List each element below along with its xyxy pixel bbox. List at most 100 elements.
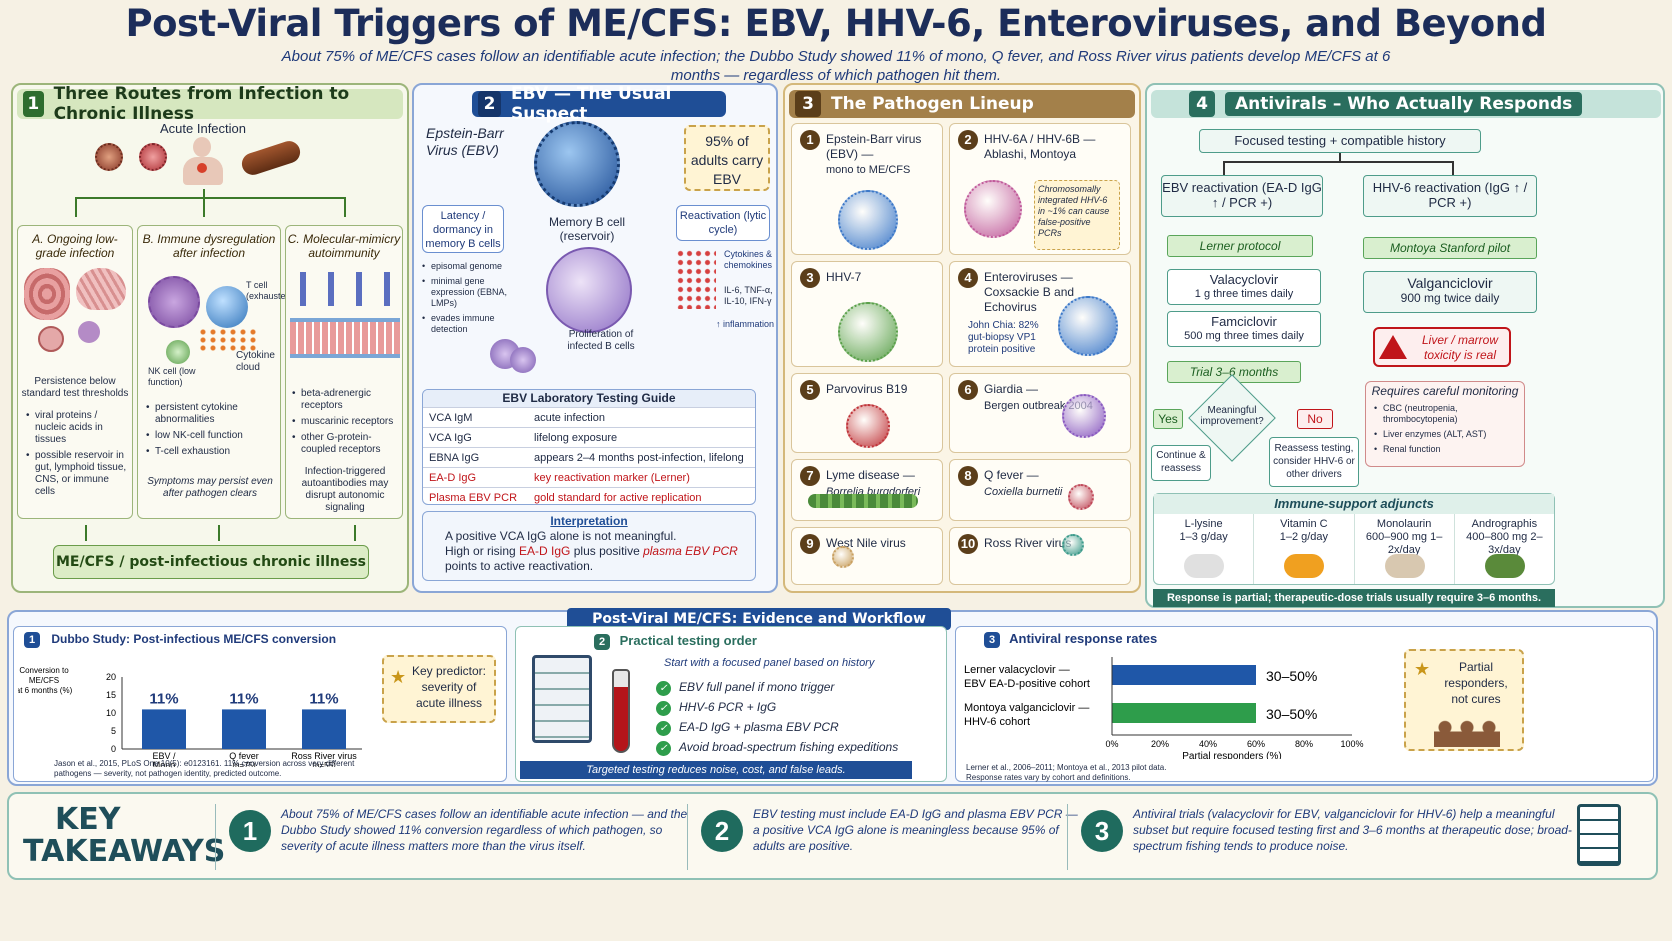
drug-name: Valganciclovir <box>1407 275 1493 291</box>
data-label: 11% <box>309 690 338 707</box>
people-icon <box>1434 719 1500 747</box>
interpretation-line: High or rising EA-D IgG plus positive pl… <box>445 544 738 558</box>
monitoring-item: Liver enzymes (ALT, AST) <box>1374 429 1520 440</box>
y-tick-label: 10 <box>106 708 116 718</box>
adjunct-name: L-lysine <box>1184 518 1223 530</box>
section-number: 2 <box>594 634 610 650</box>
section-number: 3 <box>984 632 1000 648</box>
check-icon: ✓ <box>656 721 671 736</box>
cytokine-cloud-label: Cytokine cloud <box>236 350 275 373</box>
nk-cell-icon <box>166 340 190 364</box>
drug-name: Valacyclovir <box>1209 272 1279 287</box>
continue-box: Continue & reassess <box>1151 445 1211 481</box>
lerner-protocol-label: Lerner protocol <box>1167 235 1313 257</box>
pathogen-number: 3 <box>800 268 820 288</box>
lab-test: EBNA IgG <box>423 447 528 468</box>
interpretation-line: A positive VCA IgG alone is not meaningf… <box>445 529 677 543</box>
section-number: 1 <box>23 91 44 117</box>
y-tick-label: 15 <box>106 690 116 700</box>
route-b-card: B. Immune dysregulation after infection … <box>137 225 294 519</box>
routes-title: Three Routes from Infection to Chronic I… <box>53 84 350 124</box>
bar <box>1112 665 1256 685</box>
bacteria-icon <box>239 138 303 178</box>
takeaway-number: 2 <box>701 810 743 852</box>
hhv6-reactivation-box: HHV-6 reactivation (IgG ↑ / PCR +) <box>1363 175 1537 217</box>
nk-cell-label: NK cell (low function) <box>148 366 196 387</box>
key-predictor-callout: ★ Key predictor: severity of acute illne… <box>382 655 496 723</box>
data-label: 30–50% <box>1266 706 1317 722</box>
pathogen-name: HHV-7 <box>826 270 862 284</box>
pathogen-number: 2 <box>958 130 978 150</box>
pathogen-number: 9 <box>800 534 820 554</box>
pathogen-number: 10 <box>958 534 978 554</box>
cytokine-dots-icon <box>198 328 258 352</box>
x-tick-label: Q fever <box>229 751 259 761</box>
adjunct-dose: 400–800 mg 2–3x/day <box>1466 531 1543 556</box>
testing-list: ✓EBV full panel if mono trigger ✓HHV-6 P… <box>656 677 936 757</box>
y-tick-label: 20 <box>106 672 116 682</box>
ebv-header: 2 EBV — The Usual Suspect <box>472 84 726 124</box>
pathogen-icon <box>808 494 918 508</box>
takeaway-text: About 75% of ME/CFS cases follow an iden… <box>281 807 688 853</box>
check-icon: ✓ <box>656 741 671 756</box>
pathogen-icon <box>1062 394 1106 438</box>
checklist-icon <box>1577 804 1621 866</box>
proliferation-label: Proliferation of infected B cells <box>567 329 635 352</box>
pathogen-number: 8 <box>958 466 978 486</box>
rates-title-row: 3 Antiviral response rates <box>984 631 1653 648</box>
check-icon: ✓ <box>656 681 671 696</box>
drug-dose: 900 mg twice daily <box>1400 291 1500 305</box>
route-a-note: Persistence below standard test threshol… <box>21 376 129 399</box>
b-cell-icon <box>510 347 536 373</box>
divider <box>215 804 216 870</box>
monitoring-list: CBC (neutropenia, thrombocytopenia) Live… <box>1374 403 1520 455</box>
clipboard-icon <box>532 655 592 743</box>
antivirals-panel: 4 Antivirals – Who Actually Responds Foc… <box>1145 83 1665 608</box>
testing-item: ✓EBV full panel if mono trigger <box>656 677 936 697</box>
lab-meaning: key reactivation marker (Lerner) <box>528 467 755 488</box>
latency-box: Latency / dormancy in memory B cells <box>422 205 504 253</box>
dubbo-card: 1 Dubbo Study: Post-infectious ME/CFS co… <box>13 626 507 782</box>
pathogen-icon <box>838 302 898 362</box>
lab-test: Plasma EBV PCR <box>423 487 528 504</box>
response-banner: Response is partial; therapeutic-dose tr… <box>1153 589 1555 607</box>
route-b-bullets: persistent cytokine abnormalities low NK… <box>146 402 278 462</box>
route-c-bullet: beta-adrenergic receptors <box>292 388 400 412</box>
pathogen-icon <box>846 404 890 448</box>
route-c-bullet: other G-protein-coupled receptors <box>292 432 400 456</box>
monitoring-box: Requires careful monitoring CBC (neutrop… <box>1365 381 1525 467</box>
route-b-bullet: low NK-cell function <box>146 430 278 442</box>
monitoring-title: Requires careful monitoring <box>1371 384 1519 398</box>
bar <box>1112 703 1256 723</box>
takeaway-text: Antiviral trials (valacyclovir for EBV, … <box>1133 807 1572 853</box>
adjuncts-title: Immune-support adjuncts <box>1154 494 1554 514</box>
x-tick-label: EBV /Mono <box>152 751 176 767</box>
adjunct-name: Vitamin C <box>1280 518 1328 530</box>
y-tick-label: 0 <box>111 744 116 754</box>
route-a-bullet: possible reservoir in gut, lymphoid tiss… <box>26 450 130 498</box>
drug-dose: 1 g three times daily <box>1194 288 1294 300</box>
y-tick-label: 5 <box>111 726 116 736</box>
sample-size-label: (n=75) <box>232 761 256 767</box>
section-number: 3 <box>795 91 821 117</box>
route-b-title: B. Immune dysregulation after infection <box>142 232 276 260</box>
route-a-bullet: viral proteins / nucleic acids in tissue… <box>26 410 130 446</box>
pathogen-name: Ross River virus <box>984 536 1072 550</box>
pathogen-card: 3 HHV-7 <box>791 261 943 367</box>
brain-icon <box>76 268 126 310</box>
lineup-title: The Pathogen Lineup <box>831 94 1034 114</box>
interpretation-title: Interpretation <box>550 514 628 528</box>
page-title: Post-Viral Triggers of ME/CFS: EBV, HHV-… <box>125 2 1548 45</box>
human-figure-icon <box>181 137 225 187</box>
interpretation-box: Interpretation A positive VCA IgG alone … <box>422 511 756 581</box>
ebv-reactivation-box: EBV reactivation (EA-D IgG ↑ / PCR +) <box>1161 175 1323 217</box>
adjunct-dose: 1–3 g/day <box>1179 531 1228 543</box>
